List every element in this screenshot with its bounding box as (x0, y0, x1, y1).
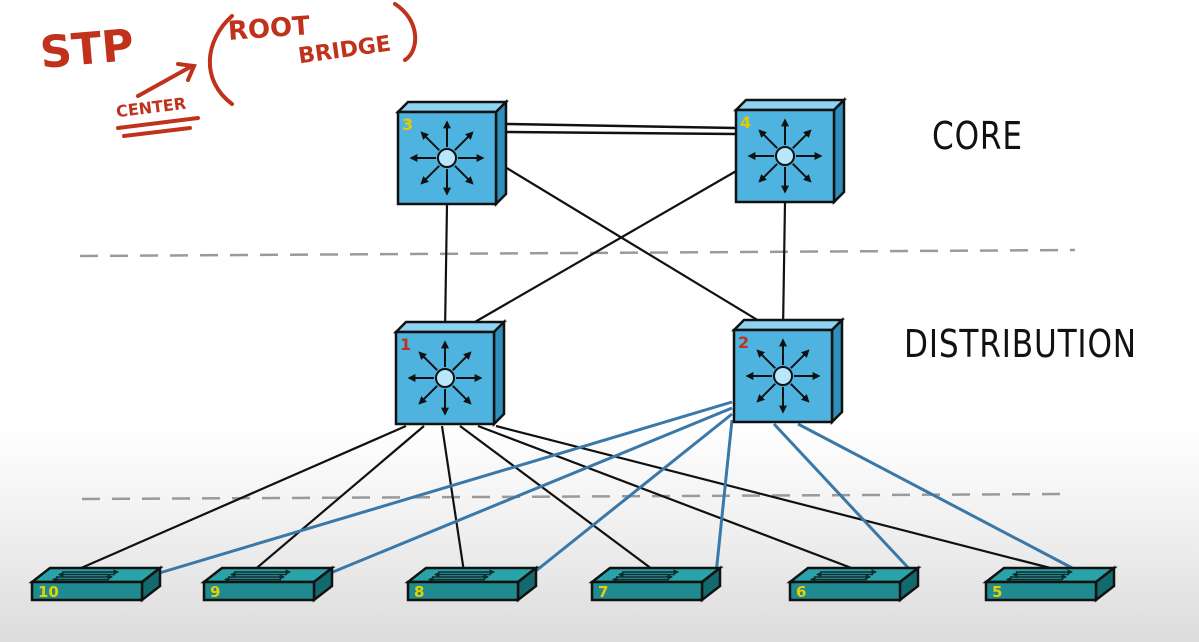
blue-link-dist-2-acc-7 (714, 419, 734, 575)
bracket-open (207, 14, 234, 106)
switch-number: 3 (402, 115, 413, 134)
switch-top-face (394, 100, 510, 114)
black-link-core-4-dist-1 (467, 169, 739, 327)
black-link-dist-1-acc-6 (477, 424, 863, 574)
switch-front-face (30, 580, 144, 602)
switch-top-face (730, 318, 846, 332)
switch-number: 7 (598, 583, 608, 601)
switch-top-face (732, 98, 848, 112)
switch-number: 1 (400, 335, 411, 354)
switch-arrows-icon (809, 569, 878, 583)
l3-switch-core-4[interactable]: 4 (732, 96, 848, 206)
bracket-close (393, 2, 418, 62)
switch-number: 8 (414, 583, 424, 601)
access-switch-acc-5[interactable]: 5 (982, 565, 1118, 603)
blue-link-dist-2-acc-6 (772, 422, 916, 576)
tier-divider-core-distribution (79, 248, 1076, 258)
l3-switch-dist-1[interactable]: 1 (392, 318, 508, 428)
black-link-core-3-dist-2 (499, 163, 765, 325)
switch-front-face (406, 580, 520, 602)
switch-number: 6 (796, 583, 806, 601)
black-link-dist-1-acc-8 (440, 425, 466, 573)
switch-number: 10 (38, 583, 59, 601)
switch-front-face (788, 580, 902, 602)
blue-link-dist-2-acc-8 (531, 412, 733, 576)
switch-number: 5 (992, 583, 1002, 601)
tier-label-distribution: DISTRIBUTION (904, 322, 1137, 366)
tier-label-core: CORE (932, 114, 1023, 158)
black-link-dist-1-acc-7 (459, 425, 657, 573)
switch-side-face (830, 316, 844, 426)
switch-side-face (494, 98, 508, 208)
switch-number: 2 (738, 333, 749, 352)
l3-switch-core-3[interactable]: 3 (394, 98, 510, 208)
links-layer (71, 122, 1077, 576)
router-arrows-icon (745, 338, 821, 414)
switch-side-face (832, 96, 846, 206)
switch-arrows-icon (427, 569, 496, 583)
access-switch-acc-9[interactable]: 9 (200, 565, 336, 603)
switch-number: 9 (210, 583, 220, 601)
switch-arrows-icon (1005, 569, 1074, 583)
core-link (505, 122, 737, 136)
access-switch-acc-7[interactable]: 7 (588, 565, 724, 603)
black-link-core-4-dist-2 (781, 201, 787, 331)
stp-label: STP (37, 20, 136, 79)
center-underline (116, 116, 200, 138)
tier-divider-distribution-access (81, 492, 1073, 501)
switch-front-face (590, 580, 704, 602)
switch-side-face (492, 318, 506, 428)
switch-front-face (984, 580, 1098, 602)
switch-number: 4 (740, 113, 751, 132)
stp-annotation (116, 2, 418, 138)
access-switch-acc-10[interactable]: 10 (28, 565, 164, 603)
switch-arrows-icon (611, 569, 680, 583)
switch-front-face (202, 580, 316, 602)
router-arrows-icon (747, 118, 823, 194)
access-switch-acc-6[interactable]: 6 (786, 565, 922, 603)
blue-link-dist-2-acc-9 (327, 406, 733, 576)
black-link-dist-1-acc-5 (495, 424, 1067, 574)
router-arrows-icon (407, 340, 483, 416)
black-link-core-3-dist-1 (443, 203, 449, 333)
blue-link-dist-2-acc-10 (155, 400, 733, 576)
switch-top-face (392, 320, 508, 334)
black-link-dist-1-acc-9 (251, 425, 425, 573)
access-switch-acc-8[interactable]: 8 (404, 565, 540, 603)
switch-arrows-icon (223, 569, 292, 583)
switch-arrows-icon (51, 569, 120, 583)
black-link-dist-1-acc-10 (71, 424, 407, 574)
blue-link-dist-2-acc-5 (797, 422, 1077, 572)
l3-switch-dist-2[interactable]: 2 (730, 316, 846, 426)
root-label: ROOT (227, 11, 311, 47)
router-arrows-icon (409, 120, 485, 196)
arrow-icon (136, 62, 197, 98)
switch-layer: 3 4 1 2 10 9 8 7 6 5 (28, 96, 1118, 603)
